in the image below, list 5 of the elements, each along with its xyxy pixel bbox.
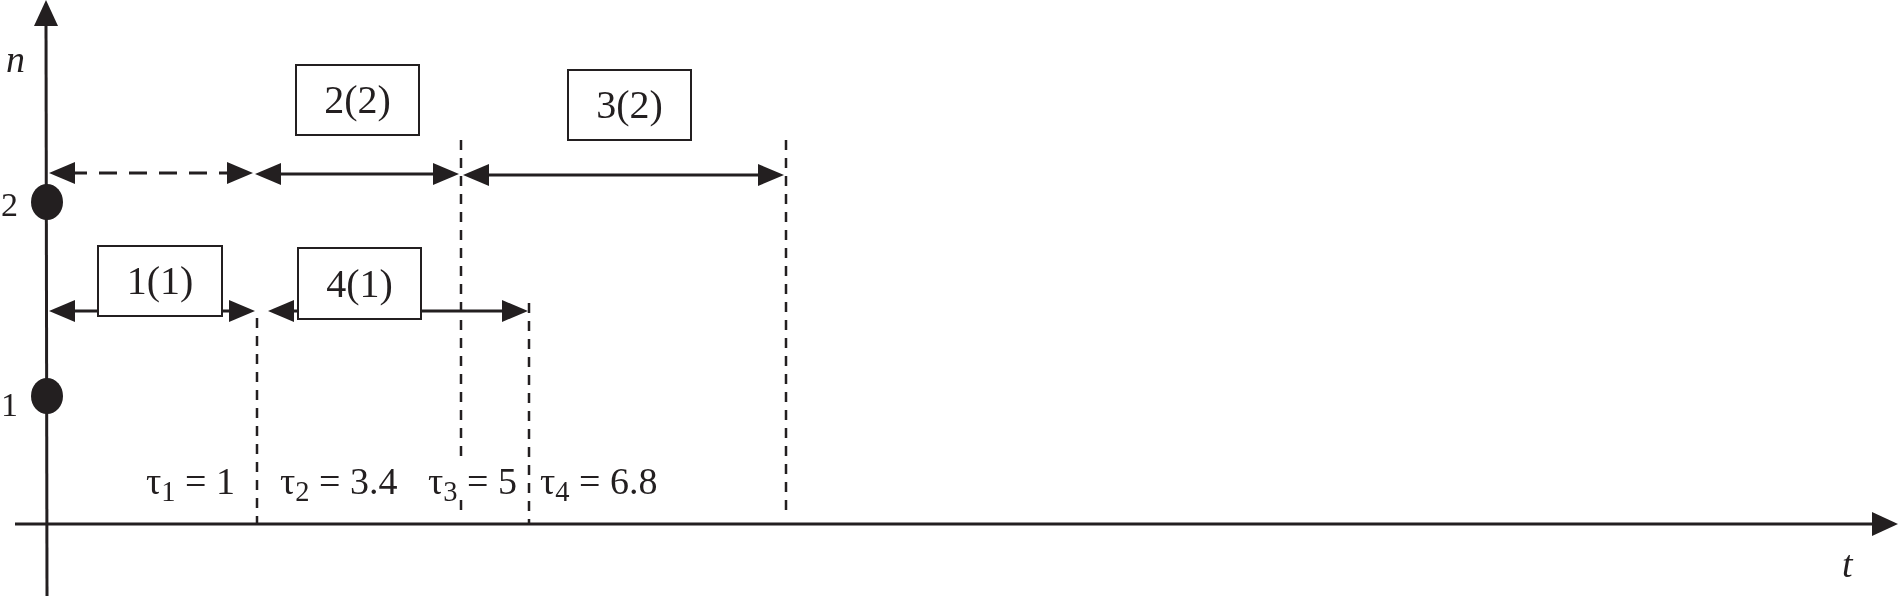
- interval-box: [567, 69, 692, 141]
- interval-box: [295, 64, 420, 136]
- interval-box: [297, 247, 422, 320]
- time-label: τ$_{3}$ = 5: [428, 462, 517, 500]
- interval-box: [97, 245, 223, 317]
